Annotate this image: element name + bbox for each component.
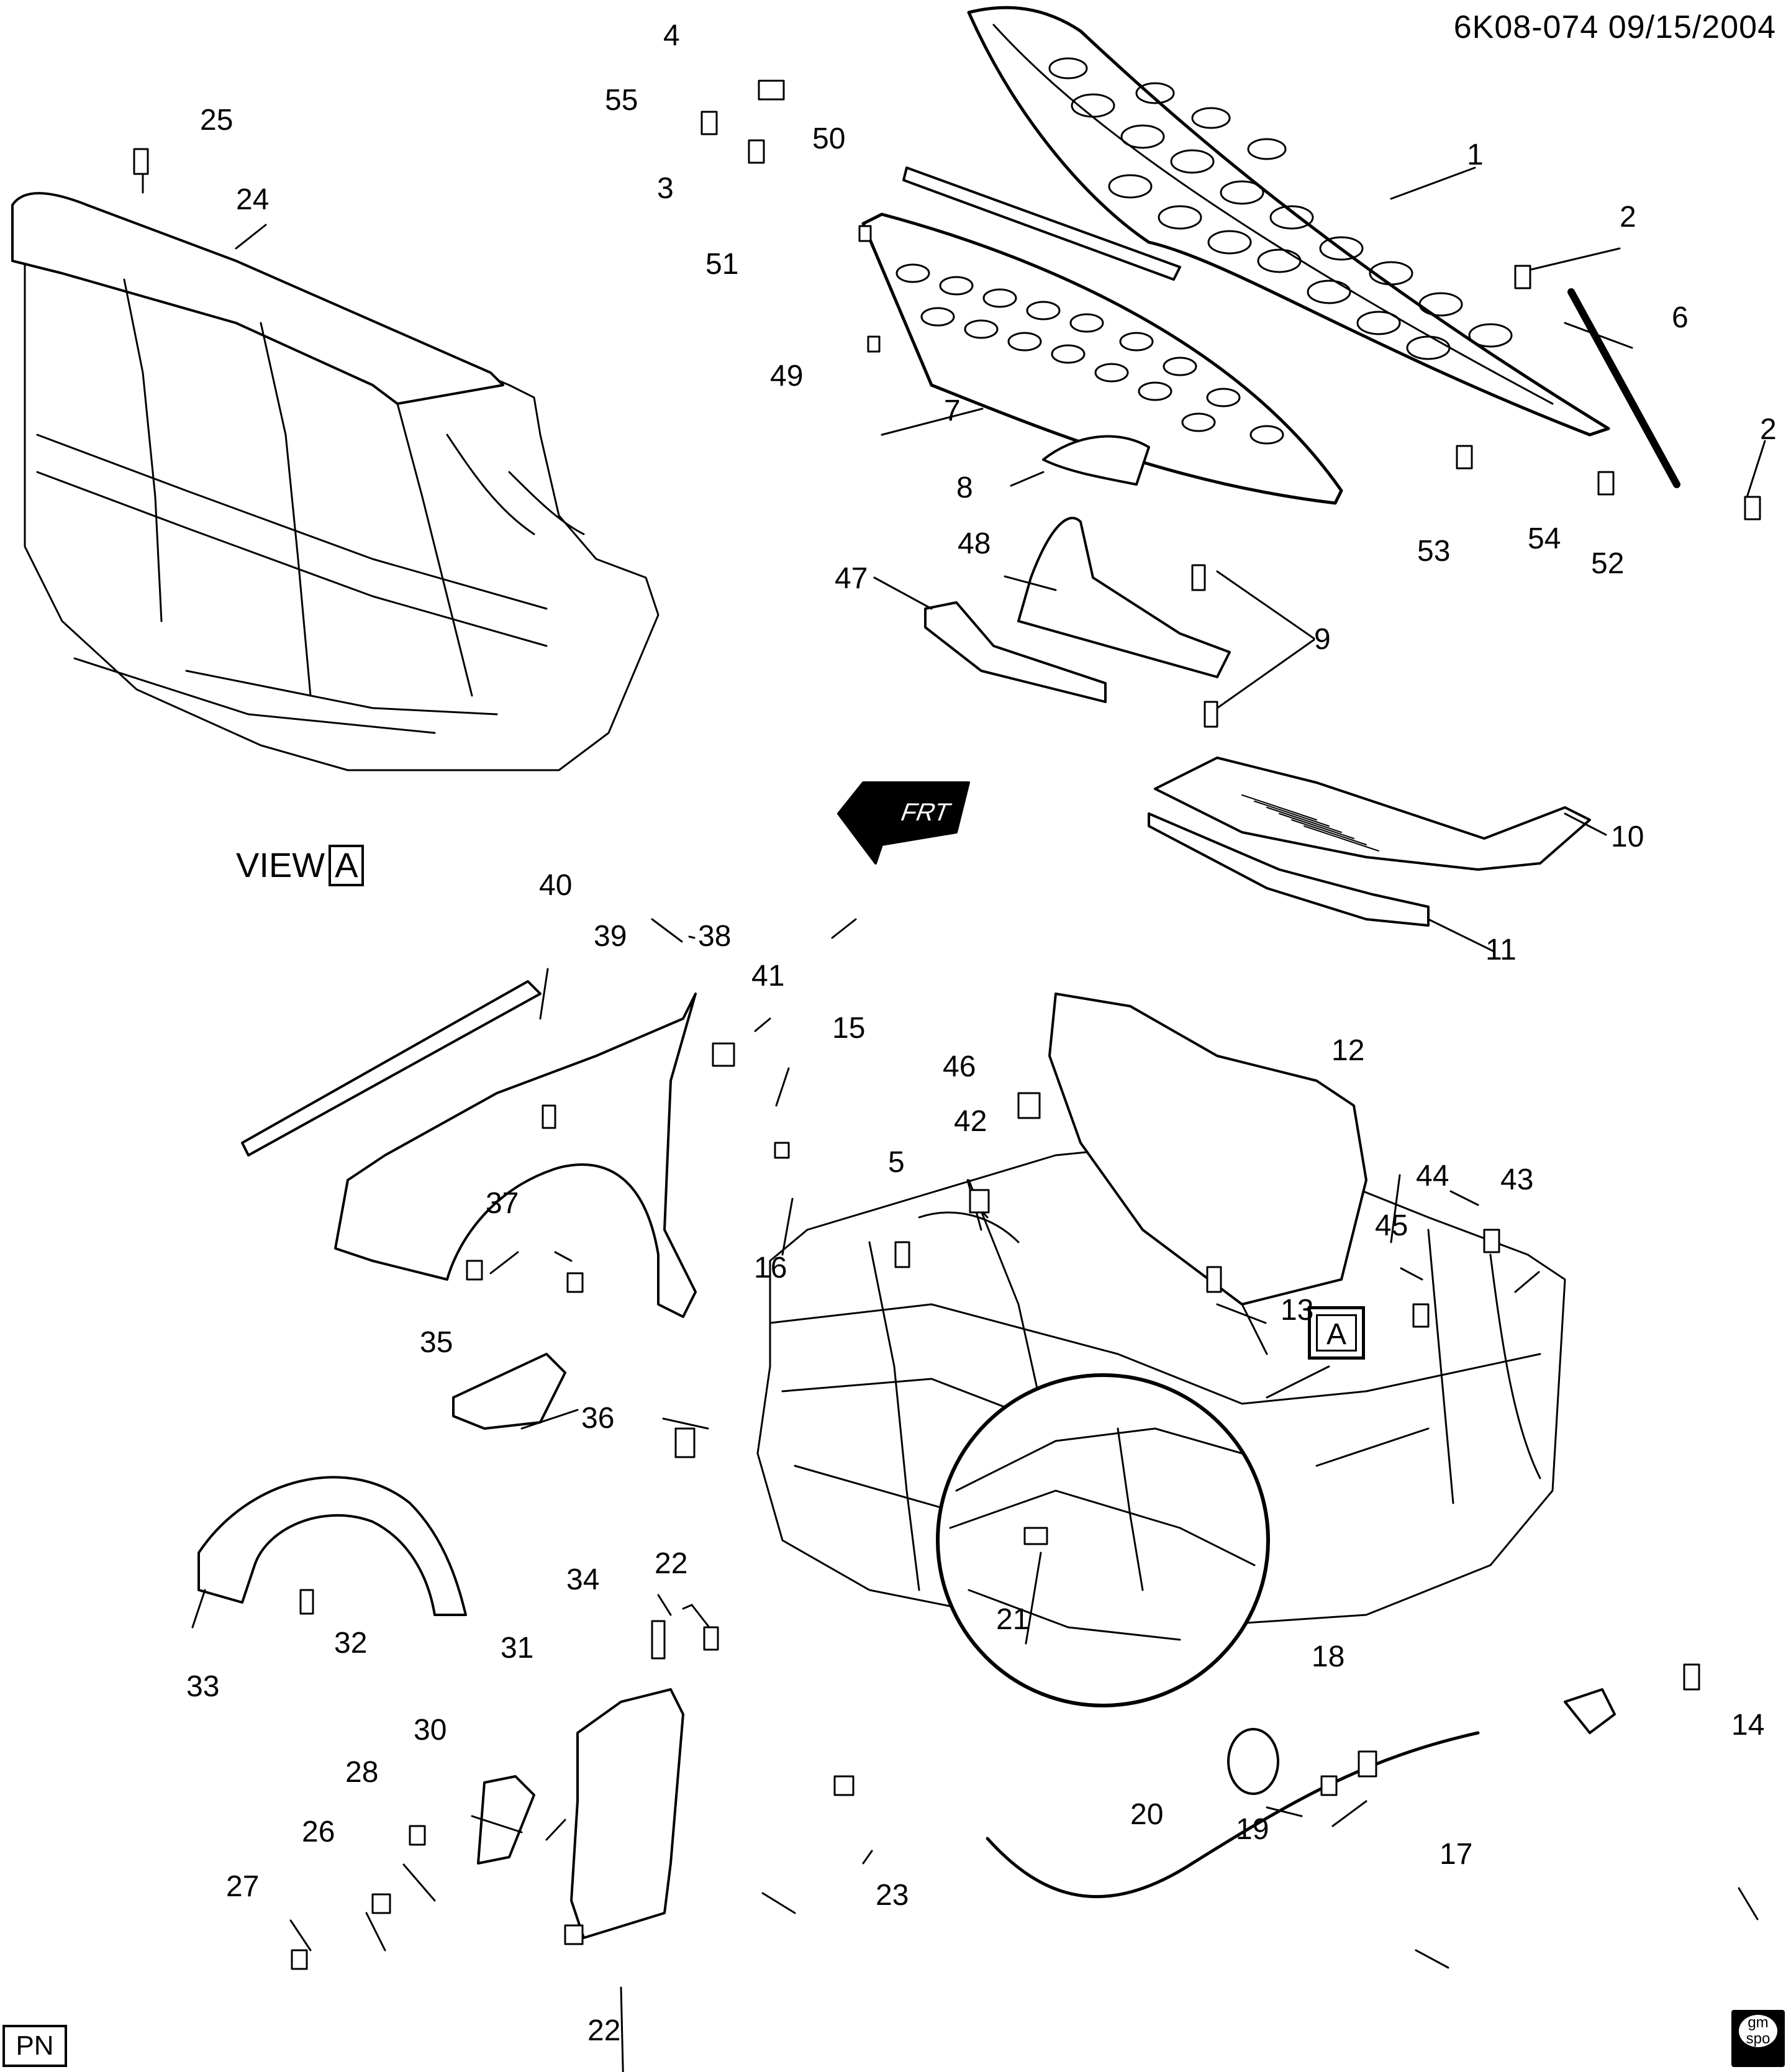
callout-31: 31 bbox=[501, 1632, 534, 1665]
view-a-front-structure bbox=[11, 192, 660, 771]
callout-13: 13 bbox=[1281, 1294, 1314, 1327]
callout-1: 1 bbox=[1467, 139, 1484, 171]
air-inlet-panel bbox=[1017, 517, 1231, 678]
cowl-panel bbox=[1154, 757, 1591, 871]
view-a-reference-letter: A bbox=[1316, 1314, 1357, 1352]
callout-15: 15 bbox=[832, 1012, 866, 1045]
callout-2-lower: 2 bbox=[1760, 413, 1777, 446]
callout-48: 48 bbox=[958, 527, 991, 560]
callout-11: 11 bbox=[1485, 934, 1517, 966]
callout-34: 34 bbox=[566, 1563, 600, 1596]
callout-10: 10 bbox=[1611, 820, 1644, 853]
front-direction-arrow bbox=[837, 781, 970, 865]
callout-4: 4 bbox=[663, 19, 680, 52]
detail-view-circle bbox=[936, 1373, 1270, 1707]
callout-43: 43 bbox=[1500, 1163, 1534, 1196]
callout-27: 27 bbox=[226, 1870, 260, 1903]
radiator-support-bracket bbox=[570, 1688, 684, 1939]
callout-12: 12 bbox=[1331, 1034, 1365, 1067]
fasteners bbox=[133, 80, 1761, 1970]
callout-37: 37 bbox=[486, 1187, 519, 1220]
horn bbox=[1227, 1728, 1279, 1795]
callout-22: 22 bbox=[655, 1547, 688, 1580]
hood-release-handle bbox=[1564, 1688, 1616, 1734]
gm-logo-top: gm bbox=[1748, 2014, 1769, 2031]
callout-28: 28 bbox=[345, 1756, 379, 1789]
callout-22-lower: 22 bbox=[587, 2014, 621, 2047]
callout-55: 55 bbox=[605, 84, 638, 117]
fender-bracket bbox=[452, 1353, 566, 1430]
callout-49: 49 bbox=[770, 360, 804, 393]
air-inlet-grille-seal bbox=[924, 601, 1107, 703]
callout-32: 32 bbox=[334, 1627, 368, 1660]
callout-46: 46 bbox=[943, 1050, 976, 1083]
cowl-seal bbox=[1148, 812, 1430, 927]
hood-insulator bbox=[861, 212, 1343, 505]
callout-3: 3 bbox=[657, 172, 674, 205]
drawing-id: 6K08-074 09/15/2004 bbox=[1453, 9, 1776, 45]
hood-seal-center bbox=[1042, 435, 1150, 486]
pn-label: PN bbox=[2, 2025, 67, 2067]
hood-panel bbox=[967, 6, 1610, 437]
callout-44: 44 bbox=[1416, 1160, 1449, 1193]
callout-42: 42 bbox=[954, 1105, 987, 1138]
callout-33: 33 bbox=[186, 1670, 220, 1703]
callout-24: 24 bbox=[236, 183, 270, 216]
callout-38: 38 bbox=[698, 920, 732, 953]
cowl-panel-ribs bbox=[1241, 794, 1379, 852]
callout-18: 18 bbox=[1312, 1640, 1345, 1673]
callout-36: 36 bbox=[581, 1402, 615, 1435]
callout-21: 21 bbox=[996, 1603, 1030, 1636]
leader-lines bbox=[142, 166, 1766, 2072]
callout-7: 7 bbox=[944, 394, 961, 427]
gm-logo-bottom: spo bbox=[1746, 2030, 1771, 2047]
callout-17: 17 bbox=[1440, 1838, 1473, 1871]
hood-latch bbox=[477, 1775, 535, 1865]
callout-6: 6 bbox=[1672, 301, 1689, 334]
callout-45: 45 bbox=[1375, 1209, 1408, 1242]
callout-9: 9 bbox=[1314, 623, 1331, 656]
front-direction-label: FRT bbox=[897, 799, 955, 826]
view-caption-word: VIEW bbox=[236, 845, 325, 884]
detail-view-contents bbox=[949, 1427, 1256, 1641]
callout-50: 50 bbox=[812, 122, 846, 155]
view-caption-letter: A bbox=[329, 845, 365, 886]
callout-23: 23 bbox=[876, 1879, 909, 1912]
callout-40: 40 bbox=[539, 869, 573, 902]
callout-53: 53 bbox=[1417, 535, 1451, 568]
fender-rail-molding bbox=[241, 980, 542, 1156]
callout-54: 54 bbox=[1528, 522, 1561, 555]
wheelhouse-liner bbox=[197, 1476, 467, 1616]
callout-39: 39 bbox=[594, 920, 627, 953]
callout-51: 51 bbox=[705, 248, 739, 281]
callout-16: 16 bbox=[754, 1252, 787, 1284]
callout-25: 25 bbox=[200, 104, 234, 137]
callout-41: 41 bbox=[751, 960, 785, 993]
callout-26: 26 bbox=[302, 1815, 335, 1848]
callout-8: 8 bbox=[956, 471, 973, 504]
hood-seal bbox=[902, 166, 1181, 281]
callout-30: 30 bbox=[414, 1714, 447, 1747]
callout-2: 2 bbox=[1620, 201, 1636, 234]
callout-5: 5 bbox=[888, 1146, 905, 1179]
callout-52: 52 bbox=[1591, 547, 1625, 580]
callout-20: 20 bbox=[1130, 1798, 1164, 1831]
front-fender bbox=[334, 993, 697, 1318]
callout-19: 19 bbox=[1236, 1813, 1269, 1846]
view-a-reference-badge: A bbox=[1308, 1306, 1365, 1360]
callout-47: 47 bbox=[835, 562, 868, 595]
hood-strut bbox=[1567, 288, 1680, 488]
dash-insulator bbox=[1048, 993, 1367, 1306]
hood-release-cable bbox=[986, 1731, 1480, 1899]
callout-35: 35 bbox=[420, 1326, 453, 1359]
callout-14: 14 bbox=[1731, 1709, 1765, 1742]
